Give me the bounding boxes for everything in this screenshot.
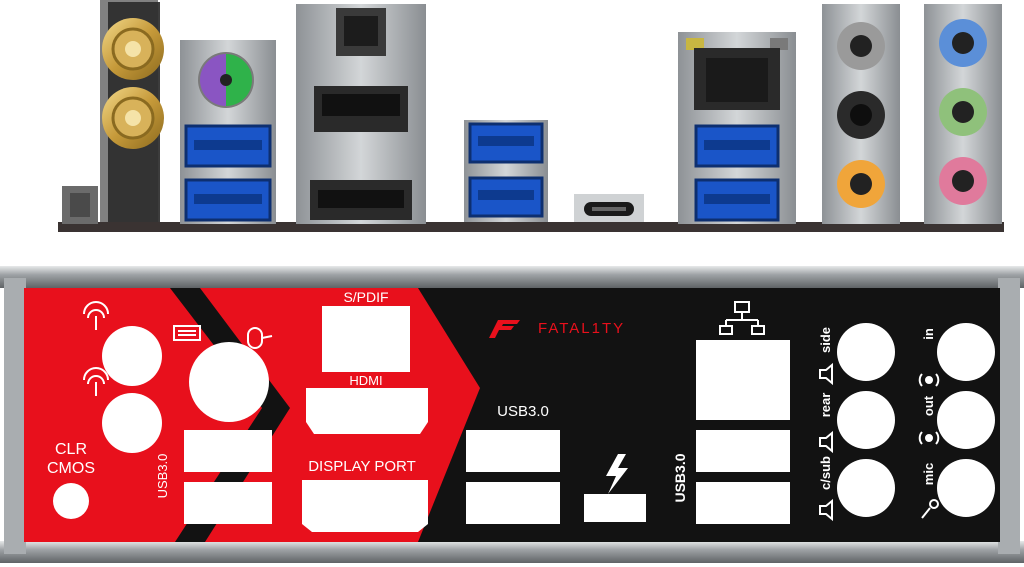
spdif-label: S/PDIF [343,289,388,305]
rear-io-ports-photo [58,0,1004,232]
wifi-antenna-hole-2 [102,393,162,453]
wifi-antenna-connectors [100,0,164,222]
audio-hole-csub [837,459,895,517]
network-icon [719,301,765,335]
clr-cmos-button[interactable] [62,186,98,224]
spdif-hole [322,306,410,372]
wifi-antenna-icon [83,301,109,396]
audio-jacks-right [924,4,1002,224]
usb-c-port [574,194,644,222]
displayport-label: DISPLAY PORT [308,458,416,475]
usb30-label-left: USB3.0 [155,454,170,499]
usb-c-hole [584,494,646,522]
usb-stack-center [464,120,548,222]
usb30-label-right: USB3.0 [672,453,688,502]
audio-hole-mic [937,459,995,517]
hdmi-hole [306,388,428,434]
thunderbolt-icon [606,454,628,494]
audio-hole-side [837,323,895,381]
wifi-antenna-hole-1 [102,326,162,386]
usb-hole-center-bottom [466,482,560,524]
io-shield: S/PDIF HDMI DISPLAY PORT USB3.0 CLR CMOS… [0,266,1024,563]
in-label: in [921,328,936,340]
audio-hole-out [937,391,995,449]
keyboard-icon [173,325,201,341]
lan-usb-block [678,32,796,224]
clr-cmos-hole [53,483,89,519]
speaker-icon [819,362,833,522]
audio-hole-in [937,323,995,381]
displayport-hole [302,480,428,532]
shield-bottom-rail [0,541,1024,563]
ps2-hole [189,342,269,422]
mouse-icon [247,327,273,349]
csub-label: c/sub [818,456,833,490]
usb30-label-center: USB3.0 [497,403,549,420]
pcb-edge [58,222,1004,232]
mic-label: mic [921,463,936,485]
microphone-icon [921,499,939,519]
optical-hdmi-dp-block [296,4,426,224]
side-label: side [818,327,833,353]
shield-left-edge [4,278,26,554]
lan-hole [696,340,790,420]
brand-name: FATAL1TY [538,320,625,337]
clr-label: CLR [55,441,87,458]
cmos-label: CMOS [47,460,95,477]
audio-hole-rear [837,391,895,449]
shield-right-edge [998,278,1020,554]
audio-wave-icon [918,373,940,445]
fatal1ty-logo: FATAL1TY [489,320,625,338]
usb-hole-right-top [696,430,790,472]
shield-top-rail [0,266,1024,288]
usb-hole-left-top [184,430,272,472]
hdmi-label: HDMI [349,373,382,388]
ps2-usb-block [180,40,276,224]
audio-jacks-left [822,4,900,224]
out-label: out [921,395,936,416]
rear-label: rear [818,393,833,418]
usb-hole-right-bottom [696,482,790,524]
usb-hole-center-top [466,430,560,472]
usb-hole-left-bottom [184,482,272,524]
